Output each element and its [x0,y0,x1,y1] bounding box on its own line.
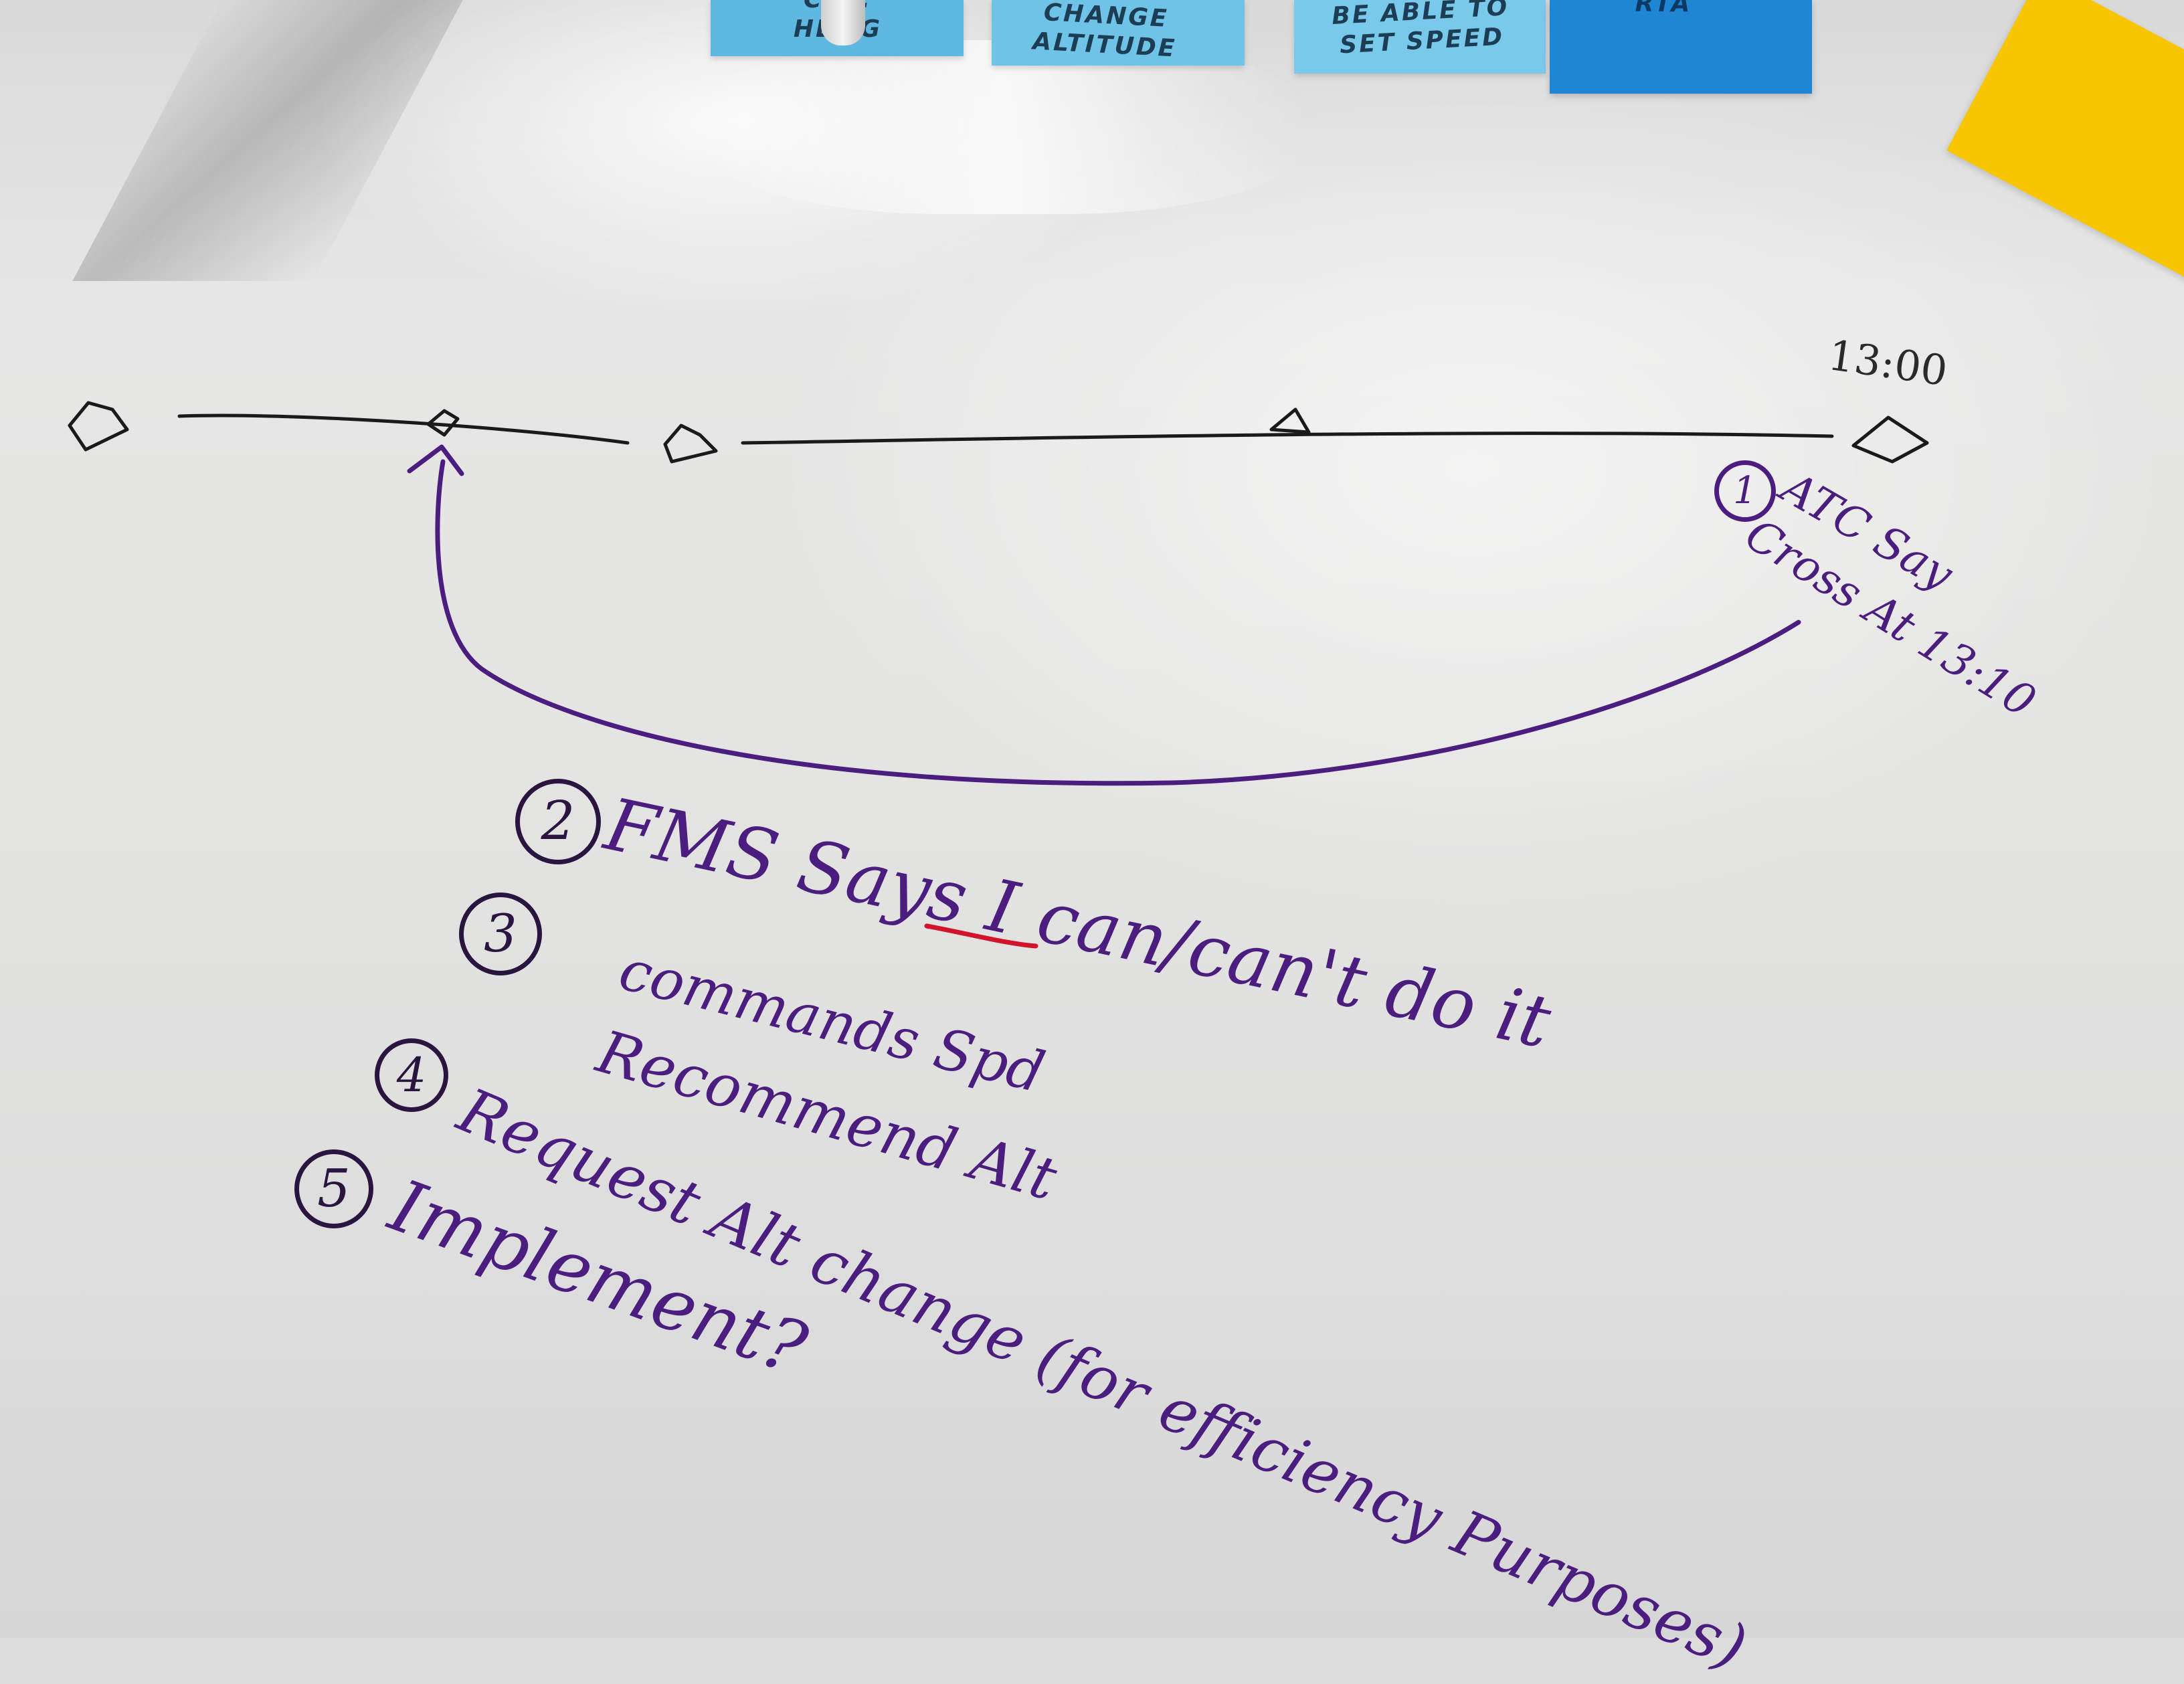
waypoint-5 [1851,415,1929,464]
waypoint-1 [68,401,129,452]
marker-cap [821,0,865,45]
sticky-note-speed[interactable]: BE ABLE TO SET SPEED [1294,0,1546,74]
timeline-segment [741,432,1834,445]
timeline [177,413,1834,445]
sticky-note-rta[interactable]: RTA [1550,0,1812,94]
arc-arrow [435,459,1801,786]
arrow-head [407,444,464,476]
waypoints [68,401,1929,464]
step-3-number: 3 [459,893,542,975]
red-underline [924,923,1038,949]
timeline-segment [177,413,630,445]
waypoint-4 [1269,407,1311,434]
step-4-number: 4 [375,1038,448,1112]
sticky-note-heading[interactable]: CO… HE…G [711,0,964,56]
sticky-note-rta-text: RTA [1635,0,1692,17]
waypoint-3 [663,424,718,464]
step-1-number: 1 [1714,460,1776,522]
waypoint-2 [426,409,460,437]
step-2-number: 2 [515,779,601,864]
whiteboard-drawing [68,401,1929,949]
sticky-note-altitude[interactable]: CHANGE ALTITUDE [992,0,1245,66]
step-5-number: 5 [294,1149,373,1228]
